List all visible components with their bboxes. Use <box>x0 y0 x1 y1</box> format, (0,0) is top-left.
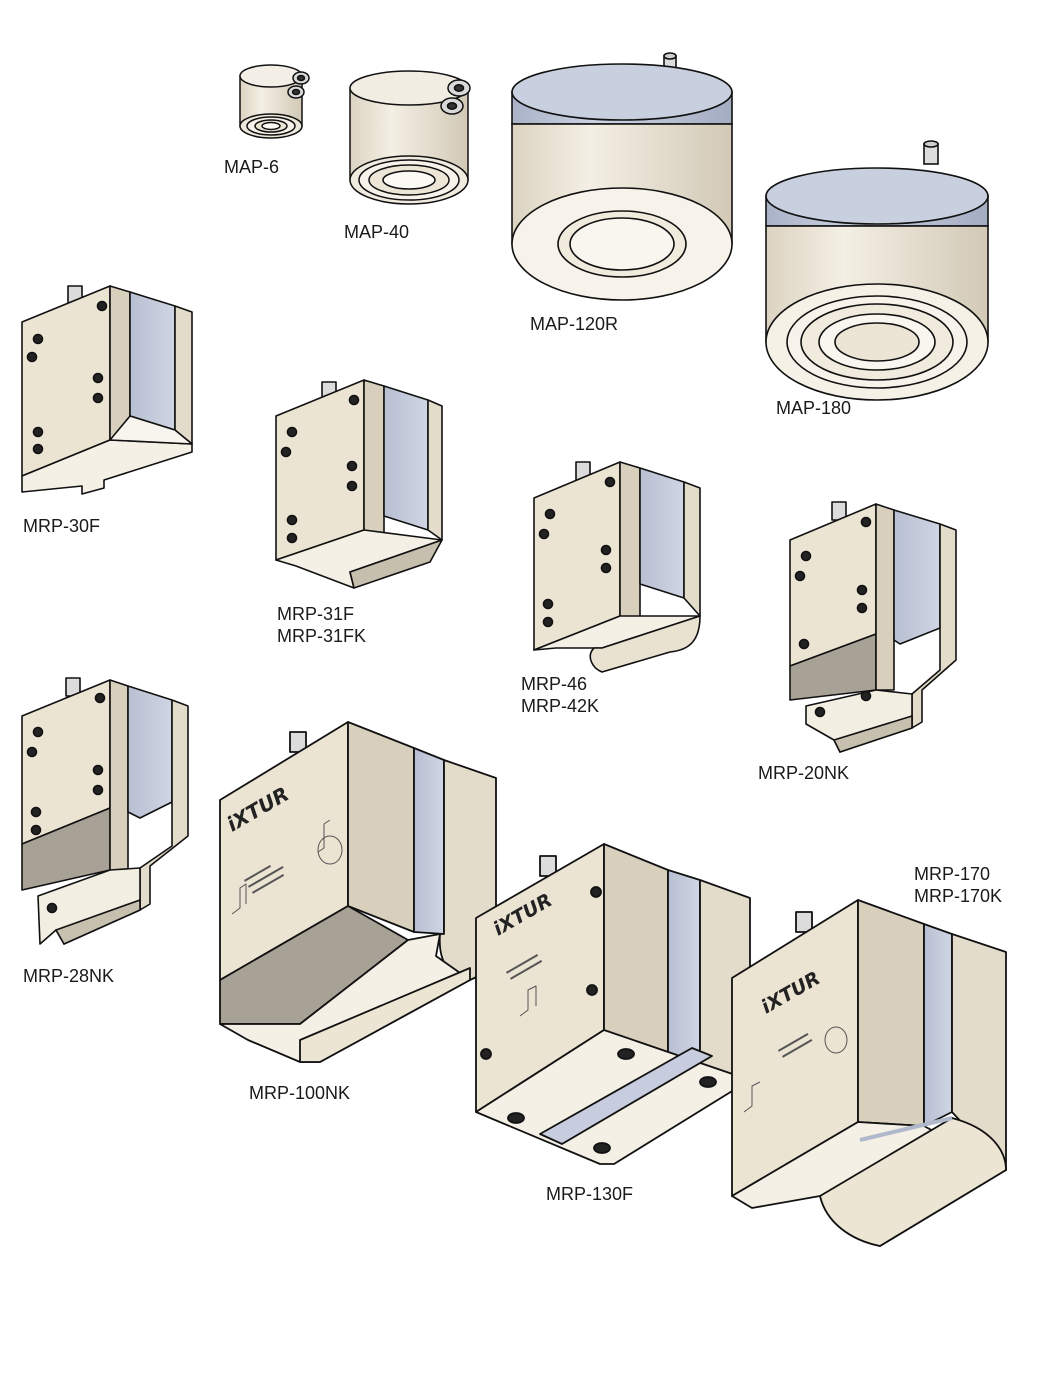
label-line: MRP-31FK <box>277 626 367 646</box>
label-mrp-31f: MRP-31F MRP-31FK <box>277 603 366 647</box>
label-line: MRP-170 <box>914 864 991 884</box>
label-map-6: MAP-6 <box>224 156 279 178</box>
label-mrp-20nk: MRP-20NK <box>758 762 849 784</box>
map-40-cup <box>349 70 471 205</box>
label-map-180: MAP-180 <box>776 397 851 419</box>
label-mrp-28nk: MRP-28NK <box>23 965 114 987</box>
label-mrp-30f: MRP-30F <box>23 515 100 537</box>
mrp-170-gripper: iXTUR <box>731 899 1007 1247</box>
label-line: MRP-30F <box>23 516 101 536</box>
label-map-40: MAP-40 <box>344 221 409 243</box>
mrp-31f-gripper <box>275 379 443 589</box>
label-mrp-170: MRP-170 MRP-170K <box>914 863 1002 907</box>
label-line: MAP-40 <box>344 222 410 242</box>
label-mrp-100nk: MRP-100NK <box>249 1082 350 1104</box>
mrp-30f-gripper <box>21 285 193 495</box>
label-line: MAP-180 <box>776 398 852 418</box>
map-180-cup <box>765 140 989 401</box>
label-line: MAP-6 <box>224 157 280 177</box>
map-120r-cup <box>511 52 733 301</box>
label-mrp-130f: MRP-130F <box>546 1183 633 1205</box>
map-6-cup <box>239 64 310 139</box>
label-line: MRP-42K <box>521 696 600 716</box>
label-line: MRP-170K <box>914 886 1003 906</box>
label-line: MRP-100NK <box>249 1083 351 1103</box>
label-line: MAP-120R <box>530 314 619 334</box>
label-line: MRP-28NK <box>23 966 115 986</box>
mrp-100nk-gripper: iXTUR <box>219 721 497 1063</box>
mrp-20nk-gripper <box>789 501 957 753</box>
label-line: MRP-20NK <box>758 763 850 783</box>
label-mrp-46: MRP-46 MRP-42K <box>521 673 599 717</box>
mrp-130f-gripper: iXTUR <box>475 843 751 1165</box>
mrp-46-gripper <box>533 461 701 673</box>
label-line: MRP-31F <box>277 604 355 624</box>
label-line: MRP-130F <box>546 1184 634 1204</box>
label-map-120r: MAP-120R <box>530 313 618 335</box>
mrp-28nk-gripper <box>21 677 189 945</box>
label-line: MRP-46 <box>521 674 588 694</box>
